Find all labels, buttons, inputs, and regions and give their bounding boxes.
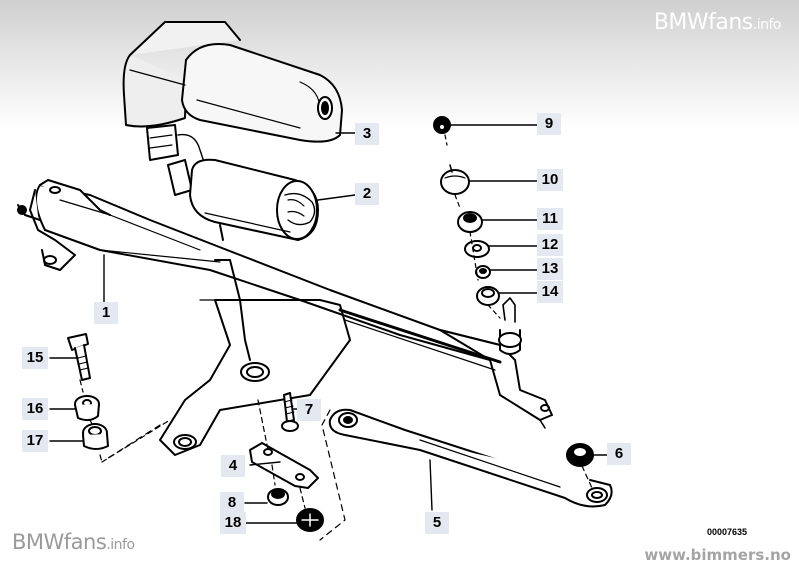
diagram-number: 00007635 xyxy=(707,527,748,537)
part-15-bolt[interactable] xyxy=(67,333,91,381)
part-13-nut[interactable] xyxy=(475,265,491,279)
part-2-wiper-motor[interactable] xyxy=(189,158,319,241)
part-11-hex-nut[interactable] xyxy=(457,211,483,233)
callout-6[interactable]: 6 xyxy=(607,443,631,465)
part-8-hex-nut[interactable] xyxy=(267,488,289,506)
dashed-bracket xyxy=(319,409,346,541)
callout-1[interactable]: 1 xyxy=(94,302,118,324)
assembly-axis-center xyxy=(257,399,593,509)
part-6-nut[interactable] xyxy=(566,443,594,467)
callout-5[interactable]: 5 xyxy=(425,512,449,534)
watermark-bottom: BMWfans.info xyxy=(12,530,135,554)
callout-12[interactable]: 12 xyxy=(537,234,563,256)
callout-16[interactable]: 16 xyxy=(22,398,48,420)
callout-15[interactable]: 15 xyxy=(22,347,48,369)
part-16-bushing[interactable] xyxy=(74,395,100,422)
callout-2[interactable]: 2 xyxy=(355,183,379,205)
part-18-clip-nut[interactable] xyxy=(296,508,324,532)
callout-4[interactable]: 4 xyxy=(221,455,245,477)
callout-14[interactable]: 14 xyxy=(537,281,563,303)
part-17-rubber-mount[interactable] xyxy=(82,423,109,450)
callout-9[interactable]: 9 xyxy=(537,113,561,135)
part-1-linkage-frame[interactable] xyxy=(17,179,553,456)
part-3-motor-cover[interactable] xyxy=(122,21,343,143)
part-12-washer[interactable] xyxy=(464,240,490,258)
callout-10[interactable]: 10 xyxy=(537,169,563,191)
callout-3[interactable]: 3 xyxy=(355,123,379,145)
watermark-bottom-brand: BMWfans xyxy=(12,530,107,554)
watermark-top-suffix: .info xyxy=(752,17,782,33)
callout-8[interactable]: 8 xyxy=(220,492,244,514)
dashed-link xyxy=(104,424,161,461)
part-4-bracket-strap[interactable] xyxy=(249,442,319,489)
leader-lines xyxy=(49,124,608,524)
watermark-url: www.bimmers.no xyxy=(644,546,791,564)
part-9-cap-nut[interactable] xyxy=(433,116,451,134)
watermark-top: BMWfans.info xyxy=(653,10,782,35)
assembly-axis-left xyxy=(79,379,171,463)
watermark-top-brand: BMWfans xyxy=(653,10,753,35)
watermark-bottom-suffix: .info xyxy=(106,537,135,553)
callout-7[interactable]: 7 xyxy=(297,399,321,421)
callout-13[interactable]: 13 xyxy=(537,258,563,280)
part-14-grommet[interactable] xyxy=(476,286,500,306)
part-7-screw[interactable] xyxy=(281,392,299,432)
part-10-cap[interactable] xyxy=(440,164,470,195)
callout-18[interactable]: 18 xyxy=(220,512,246,534)
part-5-drive-link[interactable] xyxy=(328,408,613,508)
callout-11[interactable]: 11 xyxy=(537,208,563,230)
callout-17[interactable]: 17 xyxy=(22,430,48,452)
